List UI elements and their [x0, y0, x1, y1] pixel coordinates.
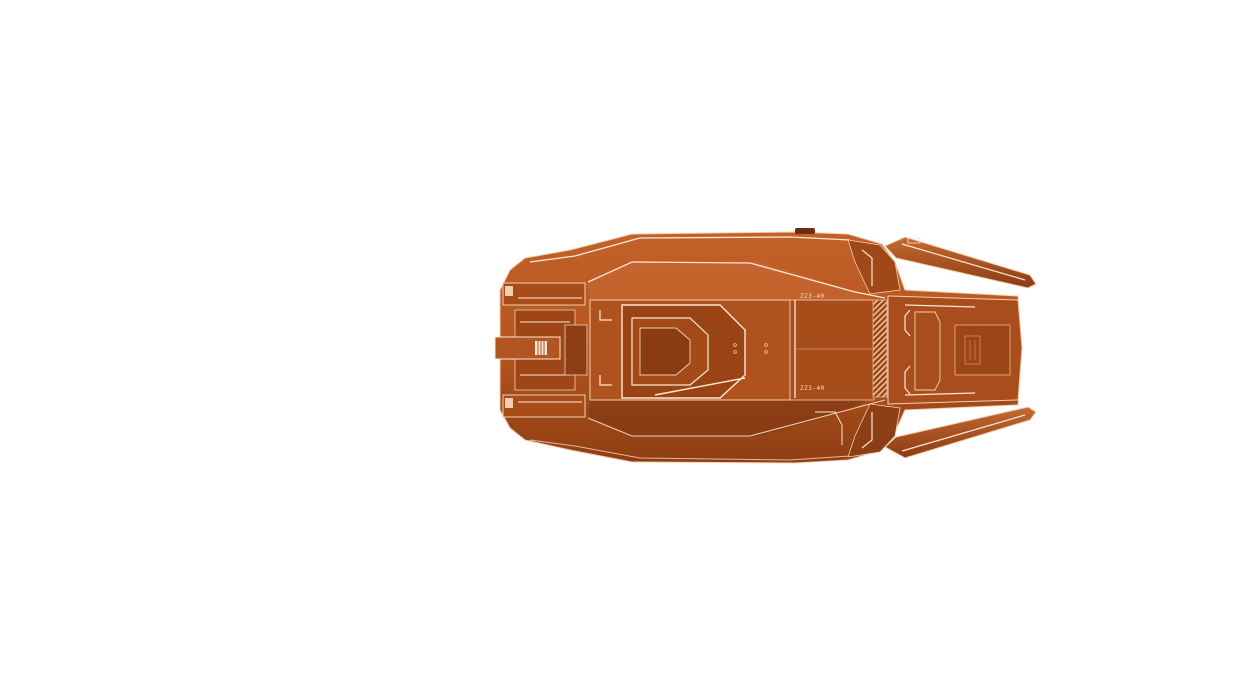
engine-block	[494, 282, 588, 418]
mid-panel	[789, 299, 888, 401]
hull-marking-bottom: ZZ3-40	[800, 385, 825, 392]
cockpit-section	[589, 299, 791, 401]
side-structures	[815, 239, 901, 458]
top-antenna	[795, 228, 815, 234]
upper-fin	[884, 236, 1037, 289]
rear-section	[887, 295, 1023, 405]
lower-fin	[884, 406, 1037, 459]
hull-marking-top: ZZ3-40	[800, 293, 825, 300]
